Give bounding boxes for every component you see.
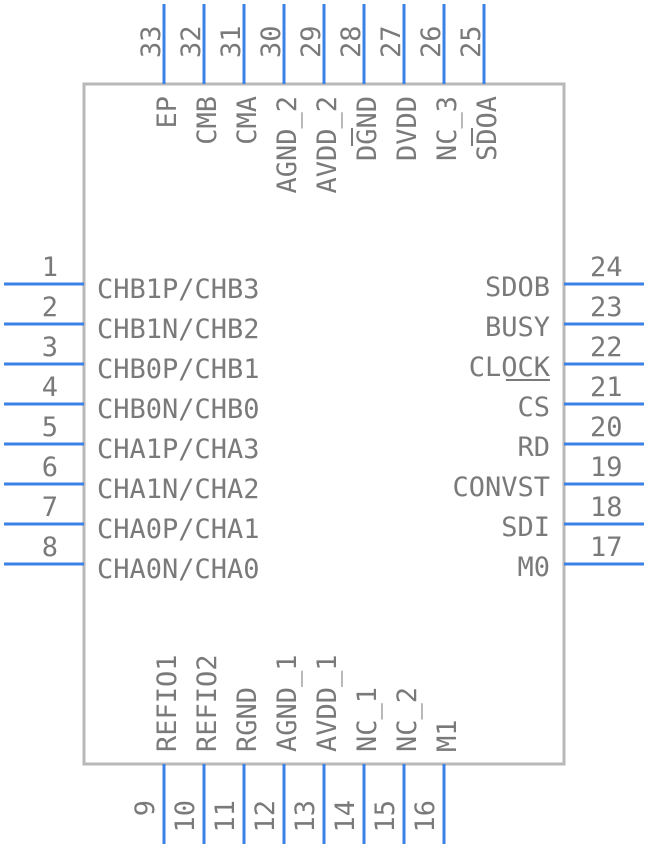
pin-16-name: M1 xyxy=(432,719,463,752)
pin-24-name: SDOB xyxy=(485,272,550,303)
pin-22-number: 22 xyxy=(590,332,623,363)
pin-3-name: CHB0P/CHB1 xyxy=(97,354,260,385)
pin-8-number: 8 xyxy=(42,532,58,563)
pin-33-number: 33 xyxy=(136,25,167,58)
pin-23-number: 23 xyxy=(590,292,623,323)
pin-31-number: 31 xyxy=(216,25,247,58)
pin-26-name: NC_3 xyxy=(432,96,463,161)
pin-1-name: CHB1P/CHB3 xyxy=(97,274,260,305)
pin-11-number: 11 xyxy=(210,800,241,833)
pin-31-name: CMA xyxy=(232,96,263,145)
pin-30-name: AGND_2 xyxy=(272,96,303,194)
pin-11-name: RGND xyxy=(232,687,263,752)
pin-28-number: 28 xyxy=(336,25,367,58)
pin-10-number: 10 xyxy=(170,800,201,833)
pin-15-number: 15 xyxy=(370,800,401,833)
pin-25-number: 25 xyxy=(456,25,487,58)
pin-21-name: CS xyxy=(517,392,550,423)
pin-17-number: 17 xyxy=(590,532,623,563)
pin-2-number: 2 xyxy=(42,292,58,323)
pin-10-name: REFIO2 xyxy=(192,654,223,752)
pin-4-name: CHB0N/CHB0 xyxy=(97,394,260,425)
pin-33-name: EP xyxy=(152,96,183,129)
pin-1-number: 1 xyxy=(42,252,58,283)
pin-22-name: CLOCK xyxy=(469,352,551,383)
pin-12-name: AGND_1 xyxy=(272,654,303,752)
pin-3-number: 3 xyxy=(42,332,58,363)
pin-27-number: 27 xyxy=(376,25,407,58)
pin-14-number: 14 xyxy=(330,800,361,833)
pin-16-number: 16 xyxy=(410,800,441,833)
pin-14-name: NC_1 xyxy=(352,687,383,752)
pin-4-number: 4 xyxy=(42,372,58,403)
pin-15-name: NC_2 xyxy=(392,687,423,752)
pin-17-name: M0 xyxy=(517,552,550,583)
pin-9-number: 9 xyxy=(130,800,161,816)
pin-27-name: DVDD xyxy=(392,96,423,161)
pin-8-name: CHA0N/CHA0 xyxy=(97,554,260,585)
pin-20-number: 20 xyxy=(590,412,623,443)
pin-2-name: CHB1N/CHB2 xyxy=(97,314,260,345)
pin-23-name: BUSY xyxy=(485,312,550,343)
pin-29-name: AVDD_2 xyxy=(312,96,343,194)
pin-26-number: 26 xyxy=(416,25,447,58)
pin-9-name: REFIO1 xyxy=(152,654,183,752)
pin-7-number: 7 xyxy=(42,492,58,523)
pin-21-number: 21 xyxy=(590,372,623,403)
pin-13-name: AVDD_1 xyxy=(312,654,343,752)
pin-13-number: 13 xyxy=(290,800,321,833)
pin-20-name: RD xyxy=(517,432,550,463)
pin-30-number: 30 xyxy=(256,25,287,58)
pin-28-name: DGND xyxy=(352,96,383,161)
pins xyxy=(4,4,644,844)
pin-6-number: 6 xyxy=(42,452,58,483)
pin-19-number: 19 xyxy=(590,452,623,483)
pin-32-name: CMB xyxy=(192,96,223,145)
pin-24-number: 24 xyxy=(590,252,623,283)
pin-7-name: CHA0P/CHA1 xyxy=(97,514,260,545)
pin-25-name: SDOA xyxy=(472,96,503,161)
pin-29-number: 29 xyxy=(296,25,327,58)
pin-19-name: CONVST xyxy=(452,472,550,503)
pin-18-name: SDI xyxy=(501,512,550,543)
pin-5-number: 5 xyxy=(42,412,58,443)
pin-6-name: CHA1N/CHA2 xyxy=(97,474,260,505)
pin-32-number: 32 xyxy=(176,25,207,58)
pin-5-name: CHA1P/CHA3 xyxy=(97,434,260,465)
chip-body xyxy=(82,82,566,766)
pin-12-number: 12 xyxy=(250,800,281,833)
pin-18-number: 18 xyxy=(590,492,623,523)
